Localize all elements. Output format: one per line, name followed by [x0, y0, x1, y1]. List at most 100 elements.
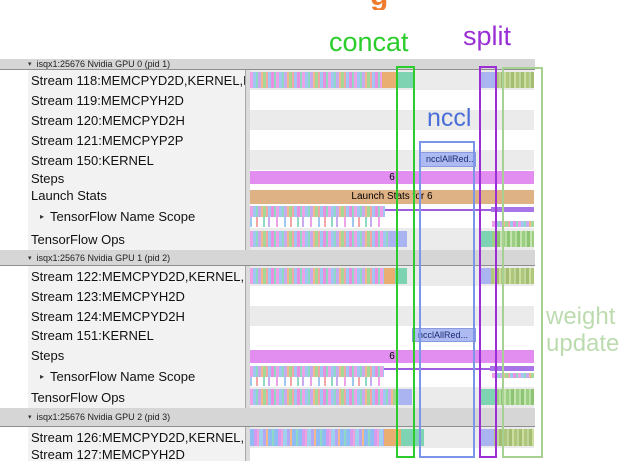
row-stream-121: Stream 121:MEMCPYP2P	[0, 130, 622, 150]
row-label-stream-119: Stream 119:MEMCPYH2D	[0, 90, 246, 110]
row-label-tf-name-scope: ▸ TensorFlow Name Scope	[0, 365, 246, 387]
row-stream-126: Stream 126:MEMCPYD2D,KERNEL,MI	[0, 427, 622, 448]
gpu2-header-band[interactable]: ▾ isqx1:25676 Nvidia GPU 2 (pid 3)	[0, 408, 535, 427]
name-scope-thin-slice[interactable]	[385, 209, 534, 211]
gpu0-header-row: ▾ isqx1:25676 Nvidia GPU 0 (pid 1)	[0, 59, 622, 70]
nccl-allreduce-slice[interactable]: ncclAllRed...	[420, 152, 476, 167]
tf-op-slices[interactable]	[250, 389, 399, 405]
row-steps-gpu1: Steps 6	[0, 345, 622, 365]
track-bg	[250, 110, 534, 130]
expander-triangle-icon[interactable]: ▸	[40, 371, 45, 381]
weight-update-slices[interactable]	[491, 268, 534, 284]
name-scope-update-sub-slices[interactable]	[492, 373, 534, 378]
gpu2-header-row: ▾ isqx1:25676 Nvidia GPU 2 (pid 3)	[0, 408, 622, 427]
row-label-launch-stats: Launch Stats	[0, 186, 246, 205]
gpu1-header-label: isqx1:25676 Nvidia GPU 1 (pid 2)	[36, 252, 171, 263]
launch-stats-slice[interactable]: Launch Stats for 6	[250, 190, 534, 204]
clipped-orange-letter: g	[370, 0, 402, 10]
tf-op-slice[interactable]	[480, 231, 492, 247]
track-bg	[250, 326, 534, 345]
name-scope-slices[interactable]	[250, 206, 385, 217]
name-scope-slices[interactable]	[250, 366, 384, 377]
name-scope-thin-slice[interactable]	[384, 368, 534, 370]
row-label-stream-118: Stream 118:MEMCPYD2D,KERNEL,ME	[0, 70, 246, 90]
name-scope-update-sub-slices[interactable]	[492, 221, 534, 227]
name-scope-update-slice[interactable]	[491, 207, 534, 212]
concat-kernel-slice[interactable]	[395, 268, 407, 284]
row-label-stream-123: Stream 123:MEMCPYH2D	[0, 286, 246, 306]
gpu1-header-band[interactable]: ▾ isqx1:25676 Nvidia GPU 1 (pid 2)	[0, 250, 535, 266]
tf-op-slice[interactable]	[480, 389, 496, 405]
row-label-stream-124: Stream 124:MEMCPYD2H	[0, 306, 246, 326]
memcpy-slice[interactable]	[382, 72, 396, 88]
nccl-allreduce-slice[interactable]: ncclAllRed...	[412, 328, 476, 342]
memcpy-slice[interactable]	[384, 429, 401, 446]
kernel-activity-slices[interactable]	[250, 268, 384, 284]
collapse-triangle-icon[interactable]: ▾	[28, 254, 32, 262]
row-stream-118: Stream 118:MEMCPYD2D,KERNEL,ME	[0, 70, 622, 90]
kernel-activity-slices[interactable]	[250, 429, 384, 446]
weight-update-slices[interactable]	[494, 429, 534, 446]
row-stream-119: Stream 119:MEMCPYH2D	[0, 90, 622, 110]
row-label-stream-127: Stream 127:MEMCPYH2D	[0, 448, 246, 461]
step-slice[interactable]: 6	[250, 350, 534, 363]
row-label-tf-ops: TensorFlow Ops	[0, 387, 246, 408]
row-label-steps: Steps	[0, 170, 246, 186]
track-bg	[250, 90, 534, 110]
split-kernel-slice[interactable]	[480, 268, 491, 284]
concat-annotation-label: concat	[329, 27, 409, 57]
gpu0-header-label: isqx1:25676 Nvidia GPU 0 (pid 1)	[36, 59, 171, 69]
row-launch-stats: Launch Stats Launch Stats for 6	[0, 186, 622, 205]
row-stream-123: Stream 123:MEMCPYH2D	[0, 286, 622, 306]
row-label-stream-122: Stream 122:MEMCPYD2D,KERNEL,MI	[0, 266, 246, 286]
row-label-stream-121: Stream 121:MEMCPYP2P	[0, 130, 246, 150]
gpu0-header-band[interactable]: ▾ isqx1:25676 Nvidia GPU 0 (pid 1)	[0, 59, 535, 70]
row-stream-151: Stream 151:KERNEL ncclAllRed...	[0, 326, 622, 345]
weight-update-slices[interactable]	[496, 72, 534, 88]
tf-op-slice[interactable]	[389, 231, 407, 247]
name-scope-sub-slices[interactable]	[250, 377, 384, 386]
row-tf-ops-gpu0: TensorFlow Ops	[0, 228, 622, 250]
row-label-steps: Steps	[0, 345, 246, 365]
row-stream-120: Stream 120:MEMCPYD2H	[0, 110, 622, 130]
row-stream-122: Stream 122:MEMCPYD2D,KERNEL,MI	[0, 266, 622, 286]
memcpy-slice[interactable]	[384, 268, 395, 284]
name-scope-sub-slices[interactable]	[250, 217, 385, 227]
split-kernel-slice[interactable]	[480, 429, 494, 446]
gpu1-header-row: ▾ isqx1:25676 Nvidia GPU 1 (pid 2)	[0, 250, 622, 266]
kernel-activity-slices[interactable]	[250, 72, 382, 88]
row-label-stream-150: Stream 150:KERNEL	[0, 150, 246, 170]
row-label-stream-126: Stream 126:MEMCPYD2D,KERNEL,MI	[0, 427, 246, 448]
concat-kernel-slice[interactable]	[396, 72, 414, 88]
track-bg	[250, 130, 534, 150]
track-bg	[250, 306, 534, 326]
row-tf-ops-gpu1: TensorFlow Ops	[0, 387, 622, 408]
gpu2-header-label: isqx1:25676 Nvidia GPU 2 (pid 3)	[36, 412, 171, 422]
collapse-triangle-icon[interactable]: ▾	[28, 414, 32, 421]
row-label-stream-120: Stream 120:MEMCPYD2H	[0, 110, 246, 130]
step-slice[interactable]: 6	[250, 171, 534, 184]
tf-op-slice[interactable]	[399, 389, 412, 405]
name-scope-update-slice[interactable]	[490, 366, 534, 371]
tf-op-slices[interactable]	[492, 231, 534, 247]
row-tf-name-scope-gpu0: ▸ TensorFlow Name Scope	[0, 205, 622, 228]
track-bg	[250, 448, 534, 461]
expander-triangle-icon[interactable]: ▸	[40, 212, 45, 221]
track-bg	[250, 150, 534, 170]
tf-op-slices[interactable]	[250, 231, 389, 247]
row-steps-gpu0: Steps 6	[0, 170, 622, 186]
tf-op-slices[interactable]	[496, 389, 534, 405]
timeline-rows: ▾ isqx1:25676 Nvidia GPU 0 (pid 1) Strea…	[0, 59, 622, 461]
row-label-stream-151: Stream 151:KERNEL	[0, 326, 246, 345]
concat-kernel-slice[interactable]	[401, 429, 424, 446]
row-label-tf-ops: TensorFlow Ops	[0, 228, 246, 250]
track-bg	[250, 286, 534, 306]
collapse-triangle-icon[interactable]: ▾	[28, 61, 32, 68]
row-stream-150: Stream 150:KERNEL ncclAllRed...	[0, 150, 622, 170]
row-stream-124: Stream 124:MEMCPYD2H	[0, 306, 622, 326]
split-kernel-slice[interactable]	[479, 72, 496, 88]
row-stream-127: Stream 127:MEMCPYH2D	[0, 448, 622, 461]
track-gutter	[246, 70, 250, 90]
split-annotation-label: split	[463, 21, 512, 51]
